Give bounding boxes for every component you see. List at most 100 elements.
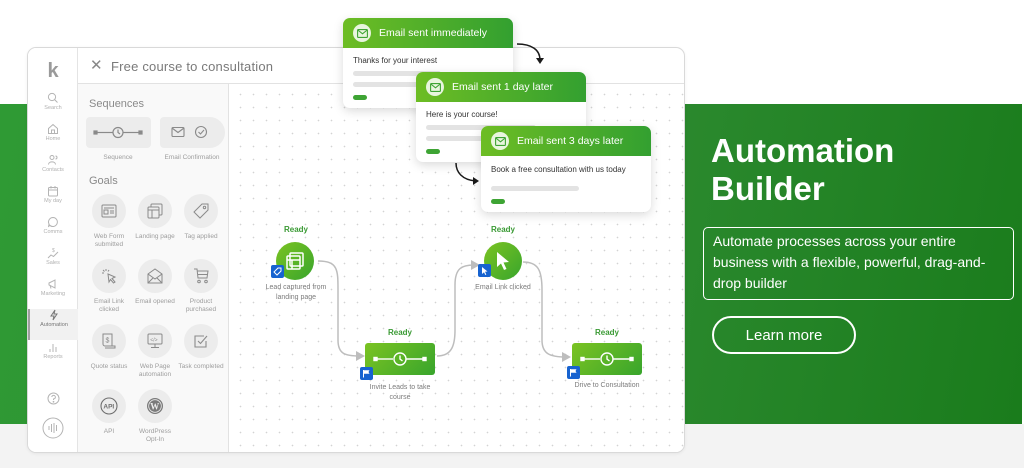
email-opened-icon [147,268,163,284]
email-card-title: Email sent 1 day later [452,81,553,93]
goals-heading: Goals [89,175,118,187]
goal-quote-status[interactable]: $ Quote status [86,324,132,371]
wordpress-icon: W [147,398,163,414]
goal-wordpress-opt-in[interactable]: W WordPress Opt-In [132,389,178,444]
goal-web-page-automation[interactable]: </> Web Page automation [132,324,178,379]
envelope-icon [426,78,444,96]
goal-label: Email opened [135,298,175,305]
voice-button[interactable] [28,417,78,444]
node-label: Invite Leads to take course [369,384,431,401]
node-invite-leads[interactable] [365,343,435,375]
node-status: Ready [283,225,308,234]
goal-tag-applied[interactable]: Tag applied [178,194,224,241]
goal-web-form[interactable]: Web Form submitted [86,194,132,249]
nav-item-contacts[interactable]: Contacts [28,154,78,185]
hero-title-line1: Automation [711,132,895,169]
goal-product-purchased[interactable]: Product purchased [178,259,224,314]
svg-text:</>: </> [150,337,157,343]
lightning-icon [50,309,58,321]
automation-title: Free course to consultation [111,59,274,74]
nav-label: Sales [46,260,60,266]
node-status: Ready [490,225,515,234]
goal-label: API [103,428,115,435]
goal-label: Quote status [90,363,128,370]
nav-label: Marketing [40,291,66,297]
email-card-body: Book a free consultation with us today [491,165,626,174]
landing-page-icon [286,252,304,270]
node-lead-captured[interactable] [276,242,314,280]
nav-item-my-day[interactable]: My day [28,185,78,216]
components-panel: Sequences Sequence Email Confirmation Go… [78,84,229,452]
nav-item-home[interactable]: Home [28,123,78,154]
nav-item-search[interactable]: Search [28,92,78,123]
nav-label: Search [44,105,62,111]
email-card-header: Email sent 1 day later [416,72,586,102]
api-icon: API [100,397,118,415]
svg-text:$: $ [52,248,55,254]
nav-label: My day [44,198,62,204]
status-pill [353,95,367,100]
hero-title-line2: Builder [711,170,825,207]
svg-text:W: W [150,401,159,411]
contacts-icon [48,155,58,165]
cart-icon [194,268,209,284]
nav-label: Comms [43,229,63,235]
svg-text:$: $ [106,338,110,345]
tag-badge [271,265,284,278]
goal-label: Product purchased [185,298,217,313]
placeholder-line [353,82,429,87]
email-card-3-days[interactable]: Email sent 3 days later Book a free cons… [481,126,651,212]
node-label: Lead captured from landing page [265,284,327,301]
placeholder-line [426,125,536,130]
nav-item-automation[interactable]: Automation [28,309,78,340]
goal-email-link-clicked[interactable]: Email Link clicked [86,259,132,314]
nav-item-marketing[interactable]: Marketing [28,278,78,309]
hero-description: Automate processes across your entire bu… [703,227,1014,300]
nav-label: Home [45,136,61,142]
nav-label: Reports [43,354,63,360]
cursor-click-icon [102,269,117,284]
node-drive-to-consultation[interactable] [572,343,642,375]
flag-icon [570,369,577,377]
goal-email-opened[interactable]: Email opened [132,259,178,306]
node-status: Ready [594,328,619,337]
placeholder-line [491,186,579,191]
learn-more-button[interactable]: Learn more [712,316,856,354]
email-card-title: Email sent immediately [379,27,487,39]
envelope-icon [491,132,509,150]
goal-label: Task completed [178,363,224,370]
landing-page-icon [147,203,163,219]
megaphone-icon [48,279,56,289]
placeholder-line [426,136,516,141]
email-card-header: Email sent immediately [343,18,513,48]
svg-text:API: API [103,403,114,410]
nav-item-comms[interactable]: Comms [28,216,78,247]
sequence-card[interactable] [86,117,151,148]
email-confirmation-card[interactable] [160,117,225,148]
node-label: Drive to Consultation [574,382,640,389]
app-logo[interactable]: k [47,60,59,82]
goal-label: Tag applied [184,233,218,240]
goal-task-completed[interactable]: Task completed [178,324,224,371]
hero-title: Automation Builder [711,132,894,208]
nav-item-reports[interactable]: Reports [28,341,78,372]
email-card-body: Here is your course! [426,110,498,119]
nav-item-sales[interactable]: $ Sales [28,247,78,278]
goal-landing-page[interactable]: Landing page [132,194,178,241]
cursor-icon [497,252,509,270]
goal-api[interactable]: API API [86,389,132,436]
search-icon [47,92,58,103]
tag-icon [273,267,282,276]
close-icon[interactable]: ✕ [90,57,103,74]
cursor-icon [482,267,488,275]
goal-label: Email Link clicked [94,298,124,313]
email-card-title: Email sent 3 days later [517,135,624,147]
node-label: Email Link clicked [475,284,531,291]
left-nav: k Search Home Contacts My day Comms $ Sa… [28,48,78,452]
help-button[interactable] [28,392,78,410]
chat-icon [48,216,58,228]
flag-icon [363,370,370,378]
quote-icon: $ [102,333,116,349]
web-form-icon [101,204,117,218]
flag-badge [567,366,580,379]
